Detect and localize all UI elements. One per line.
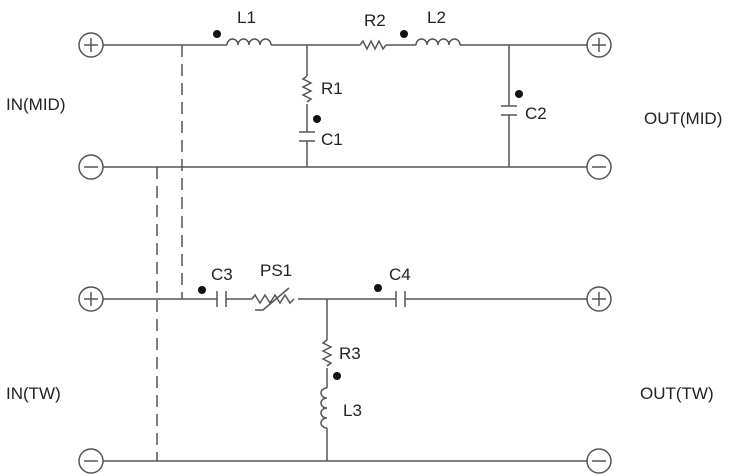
- inductor-l3: [320, 387, 328, 429]
- label-c4: C4: [389, 265, 411, 284]
- label-l3: L3: [343, 401, 362, 420]
- terminal-out-tw-negative: [586, 448, 612, 474]
- label-out-mid: OUT(MID): [644, 109, 722, 128]
- ptc-ps1: [251, 287, 295, 311]
- polarity-dot-l1: [213, 30, 221, 38]
- polarity-dot-c4: [374, 284, 382, 292]
- resistor-r1: [301, 75, 313, 103]
- resistor-r3: [321, 339, 333, 367]
- terminal-in-tw-positive: [78, 286, 104, 312]
- label-r2: R2: [364, 11, 386, 30]
- polarity-dot-l3: [333, 372, 341, 380]
- capacitor-c2: [501, 105, 517, 116]
- inductor-l2: [415, 38, 461, 46]
- polarity-dot-c3: [198, 286, 206, 294]
- capacitor-c4: [395, 291, 406, 307]
- terminal-out-mid-negative: [586, 154, 612, 180]
- label-r1: R1: [321, 79, 343, 98]
- label-c1: C1: [321, 130, 343, 149]
- polarity-dot-l2: [400, 30, 408, 38]
- terminal-in-tw-negative: [78, 448, 104, 474]
- label-ps1: PS1: [260, 261, 292, 280]
- label-r3: R3: [339, 344, 361, 363]
- label-l2: L2: [427, 8, 446, 27]
- capacitor-c1: [299, 131, 315, 142]
- polarity-dot-c1: [313, 115, 321, 123]
- polarity-dot-c2: [515, 90, 523, 98]
- label-c2: C2: [525, 104, 547, 123]
- label-out-tw: OUT(TW): [640, 384, 714, 403]
- terminal-out-mid-positive: [586, 32, 612, 58]
- label-c3: C3: [211, 265, 233, 284]
- terminal-in-mid-positive: [78, 32, 104, 58]
- capacitor-c3: [216, 291, 227, 307]
- label-l1: L1: [237, 8, 256, 27]
- terminal-in-mid-negative: [78, 154, 104, 180]
- label-in-tw: IN(TW): [6, 384, 61, 403]
- terminal-out-tw-positive: [586, 286, 612, 312]
- resistor-r2: [359, 39, 387, 51]
- inductor-l1: [226, 38, 272, 46]
- label-in-mid: IN(MID): [6, 95, 65, 114]
